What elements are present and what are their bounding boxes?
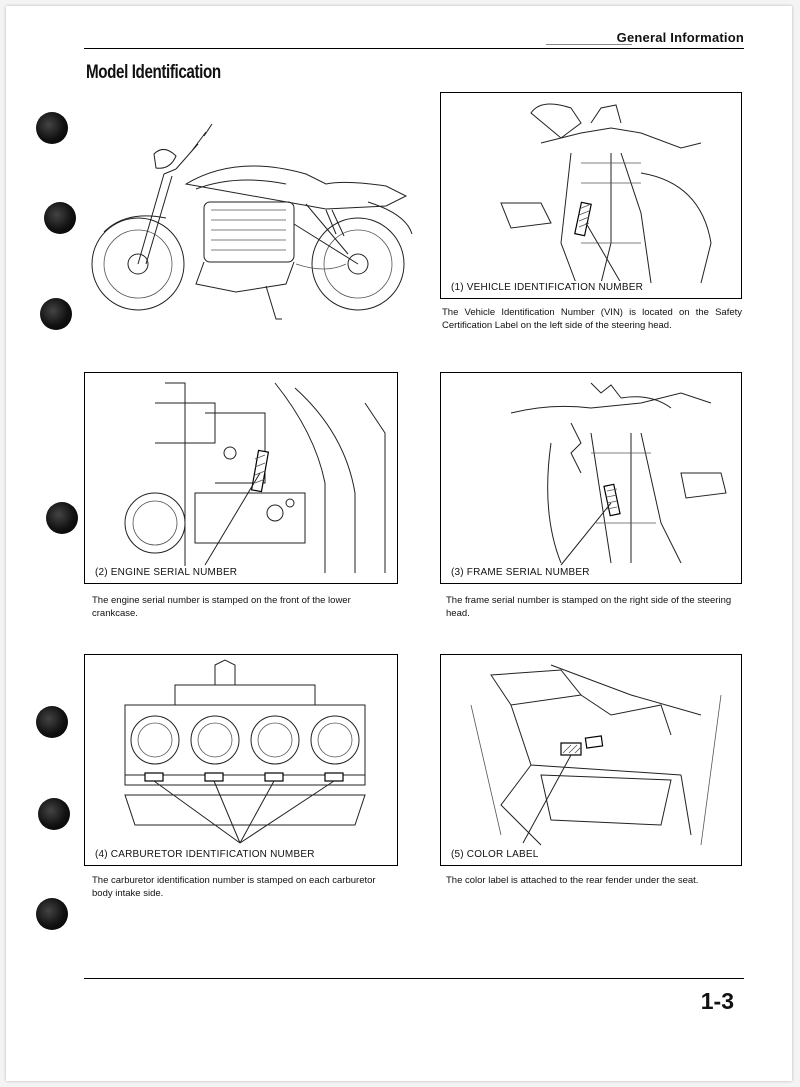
- binder-hole: [38, 798, 70, 830]
- manual-page: General Information Model Identification: [6, 6, 792, 1081]
- footer-rule: [84, 978, 744, 979]
- figure-color-label: (5) COLOR LABEL: [440, 654, 742, 866]
- color-label-illustration: [470, 664, 722, 846]
- binder-hole: [36, 112, 68, 144]
- figure-caption: (3) FRAME SERIAL NUMBER: [449, 566, 592, 579]
- header-title: General Information: [616, 30, 744, 45]
- page-number: 1-3: [700, 988, 734, 1014]
- figure-caption: (2) ENGINE SERIAL NUMBER: [93, 566, 240, 579]
- figure-description: The carburetor identification number is …: [92, 875, 376, 899]
- figure-caption: (5) COLOR LABEL: [449, 848, 541, 861]
- figure-description: The Vehicle Identification Number (VIN) …: [442, 307, 742, 331]
- binder-hole: [44, 202, 76, 234]
- binder-hole: [36, 706, 68, 738]
- figure-description: The frame serial number is stamped on th…: [446, 595, 732, 619]
- motorcycle-illustration: [91, 123, 413, 320]
- figure-engine-serial: (2) ENGINE SERIAL NUMBER: [84, 372, 398, 584]
- figure-caption: (1) VEHICLE IDENTIFICATION NUMBER: [449, 281, 645, 294]
- figure-frame-serial: (3) FRAME SERIAL NUMBER: [440, 372, 742, 584]
- vin-illustration: [500, 103, 712, 284]
- header-thin-rule: [546, 44, 632, 45]
- engine-illustration: [124, 382, 386, 573]
- binder-hole: [36, 898, 68, 930]
- frame-illustration: [510, 382, 727, 566]
- section-title: Model Identification: [86, 62, 221, 83]
- header-rule: [84, 48, 744, 49]
- figure-description: The engine serial number is stamped on t…: [92, 595, 351, 619]
- carburetor-illustration: [124, 659, 366, 844]
- figure-vin: (1) VEHICLE IDENTIFICATION NUMBER: [440, 92, 742, 299]
- figure-caption: (4) CARBURETOR IDENTIFICATION NUMBER: [93, 848, 317, 861]
- figure-carburetor: (4) CARBURETOR IDENTIFICATION NUMBER: [84, 654, 398, 866]
- binder-hole: [46, 502, 78, 534]
- figure-description: The color label is attached to the rear …: [446, 875, 699, 886]
- binder-hole: [40, 298, 72, 330]
